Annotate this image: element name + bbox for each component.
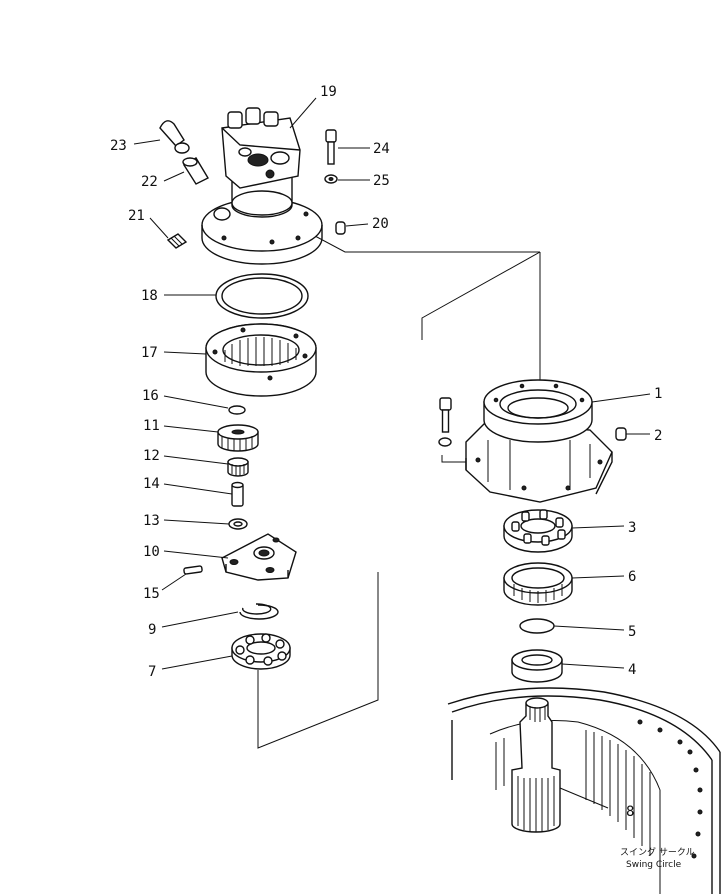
label-11: 11 — [143, 418, 160, 434]
swing-circle — [447, 687, 721, 894]
label-15: 15 — [143, 586, 160, 602]
washer — [324, 174, 338, 184]
pin — [231, 481, 244, 507]
swing-circle-label-ja: スイング サークル — [620, 846, 695, 858]
swing-circle-label-en: Swing Circle — [626, 860, 682, 870]
retaining-ring — [228, 405, 246, 415]
spring-pin — [183, 565, 203, 575]
thrust-washer — [228, 518, 248, 530]
planet-carrier — [221, 533, 297, 581]
label-9: 9 — [148, 622, 156, 638]
label-10: 10 — [143, 544, 160, 560]
label-25: 25 — [373, 173, 390, 189]
planet-gear — [217, 424, 259, 452]
bolt — [325, 129, 337, 165]
bearing-ring — [503, 562, 573, 606]
label-3: 3 — [628, 520, 636, 536]
label-2: 2 — [654, 428, 662, 444]
seal-ring — [215, 273, 309, 319]
label-13: 13 — [143, 513, 160, 529]
o-ring — [519, 618, 555, 634]
case-mounting-bolt — [438, 397, 452, 447]
roller-bearing — [503, 509, 573, 553]
bearing — [231, 633, 291, 670]
ring — [511, 649, 563, 683]
part-labels: 19 23 24 22 25 21 20 18 17 16 11 12 14 1… — [110, 84, 662, 820]
needle-bearing — [227, 457, 249, 477]
label-8: 8 — [626, 804, 634, 820]
swing-circle-caption: スイング サークル Swing Circle — [620, 846, 695, 870]
label-7: 7 — [148, 664, 156, 680]
label-20: 20 — [372, 216, 389, 232]
plug — [615, 427, 627, 441]
leader-lines — [133, 97, 651, 809]
label-4: 4 — [628, 662, 636, 678]
snap-ring — [239, 603, 279, 620]
swing-machinery-case — [465, 379, 613, 503]
label-23: 23 — [110, 138, 127, 154]
elbow-fitting — [166, 233, 188, 249]
dowel — [335, 221, 346, 235]
label-5: 5 — [628, 624, 636, 640]
label-24: 24 — [373, 141, 390, 157]
pinion-shaft — [511, 697, 561, 833]
label-17: 17 — [141, 345, 158, 361]
label-18: 18 — [141, 288, 158, 304]
label-22: 22 — [141, 174, 158, 190]
ring-gear — [205, 323, 317, 397]
swing-motor — [201, 107, 323, 265]
label-16: 16 — [142, 388, 159, 404]
label-6: 6 — [628, 569, 636, 585]
label-19: 19 — [320, 84, 337, 100]
label-14: 14 — [143, 476, 160, 492]
label-12: 12 — [143, 448, 160, 464]
connector — [182, 157, 209, 185]
label-21: 21 — [128, 208, 145, 224]
breather — [159, 120, 190, 154]
label-1: 1 — [654, 386, 662, 402]
